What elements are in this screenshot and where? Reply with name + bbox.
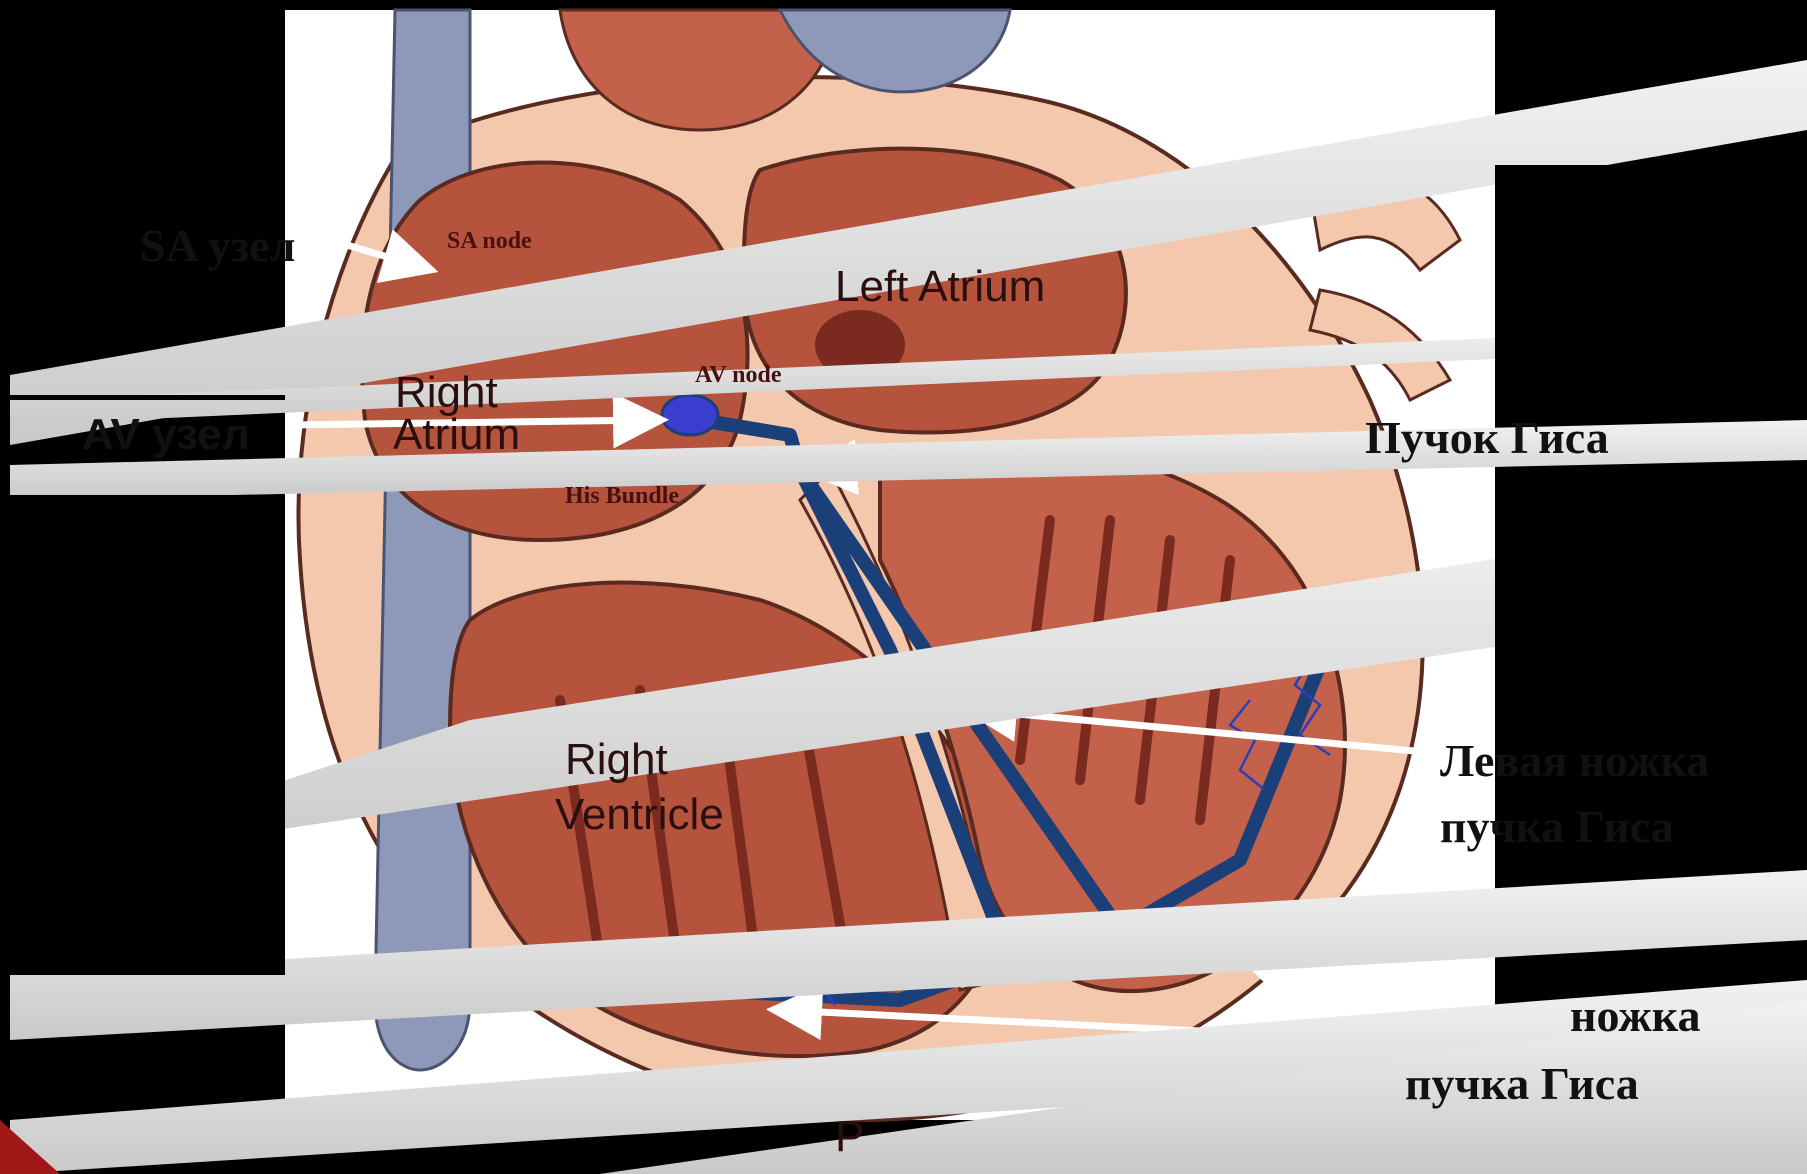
- label-his-bundle-ru: Пучок Гиса: [1365, 412, 1609, 465]
- av-node-marker: [662, 395, 718, 435]
- figure-label-av-node: AV node: [695, 362, 781, 389]
- label-left-branch-ru-2: пучка Гиса: [1440, 801, 1674, 854]
- label-left-branch-ru-1: Левая ножка: [1440, 735, 1709, 788]
- figure-label-right-ventricle-1: Right: [565, 735, 668, 785]
- label-right-branch-ru-2: пучка Гиса: [1405, 1058, 1639, 1111]
- figure-label-his-bundle: His Bundle: [565, 483, 679, 510]
- label-av-node-ru: AV узел: [82, 410, 250, 461]
- label-right-branch-ru-1: ножка: [1570, 990, 1701, 1043]
- figure-label-right-atrium-2: Atrium: [393, 410, 520, 460]
- figure-label-sa-node: SA node: [447, 228, 532, 255]
- figure-label-bottom-partial: P: [835, 1112, 864, 1162]
- figure-label-left-atrium: Left Atrium: [835, 262, 1045, 312]
- label-sa-node-ru: SA узел: [140, 220, 295, 273]
- figure-label-right-ventricle-2: Ventricle: [555, 790, 724, 840]
